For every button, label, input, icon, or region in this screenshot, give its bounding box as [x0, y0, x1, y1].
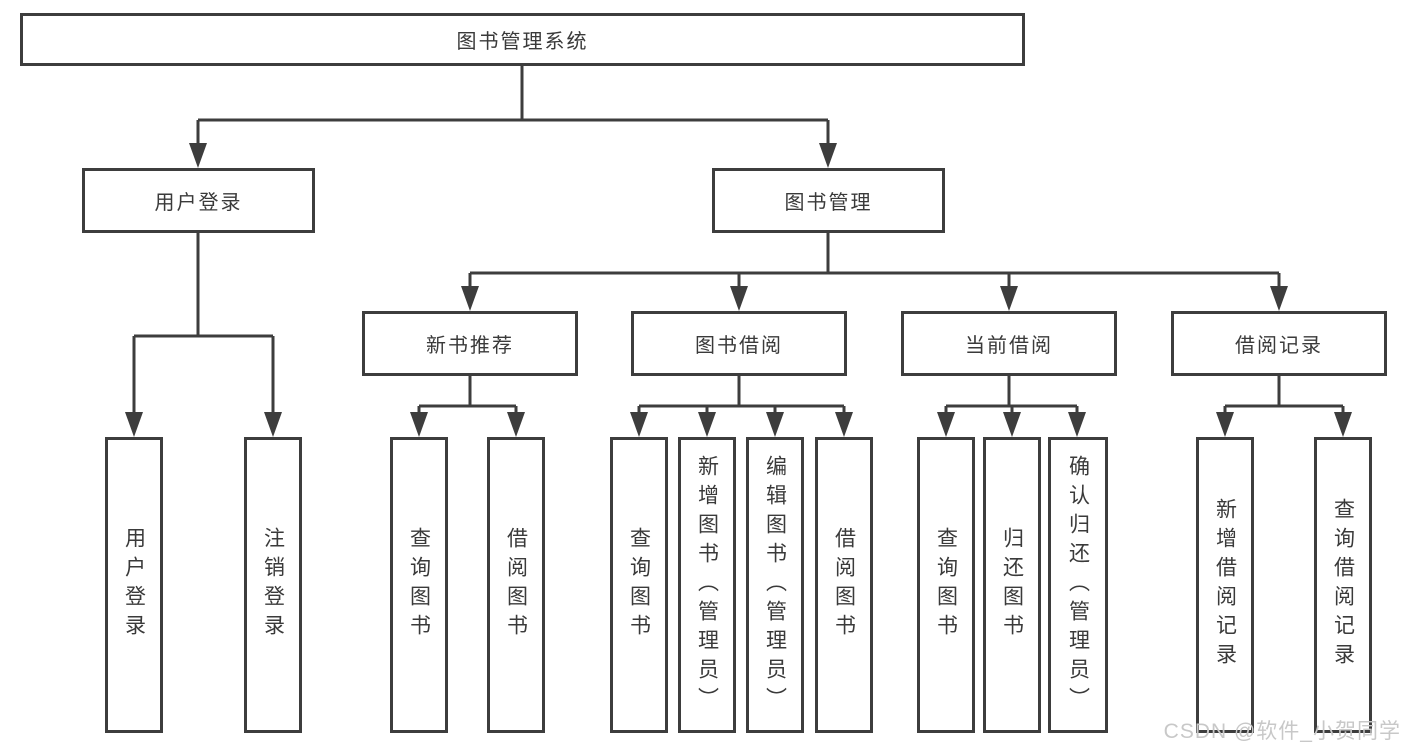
- leaf-query-books-1-label: 查询图书: [407, 527, 431, 643]
- node-borrowing-records: 借阅记录: [1171, 311, 1387, 376]
- leaf-borrow-books-2: 借阅图书: [815, 437, 873, 733]
- node-user-login-label: 用户登录: [154, 192, 243, 214]
- node-new-book-recommendation: 新书推荐: [362, 311, 578, 376]
- node-current-borrowing-label: 当前借阅: [965, 335, 1053, 357]
- leaf-edit-books-admin-label: 编辑图书（管理员）: [763, 454, 787, 716]
- node-user-login-branch: 用户登录: [82, 168, 315, 233]
- leaf-add-books-admin: 新增图书（管理员）: [678, 437, 736, 733]
- leaf-return-books: 归还图书: [983, 437, 1041, 733]
- leaf-borrow-books-2-label: 借阅图书: [832, 527, 856, 643]
- leaf-query-books-2-label: 查询图书: [627, 527, 651, 643]
- leaf-confirm-return-admin-label: 确认归还（管理员）: [1066, 454, 1090, 716]
- leaf-query-borrow-record: 查询借阅记录: [1314, 437, 1372, 733]
- node-book-borrowing: 图书借阅: [631, 311, 847, 376]
- leaf-confirm-return-admin: 确认归还（管理员）: [1048, 437, 1108, 733]
- leaf-query-books-3-label: 查询图书: [934, 527, 958, 643]
- leaf-borrow-books-1: 借阅图书: [487, 437, 545, 733]
- leaf-add-books-admin-label: 新增图书（管理员）: [695, 454, 719, 716]
- leaf-add-borrow-record-label: 新增借阅记录: [1213, 498, 1237, 672]
- leaf-logout-label: 注销登录: [261, 527, 285, 643]
- node-current-borrowing: 当前借阅: [901, 311, 1117, 376]
- leaf-logout: 注销登录: [244, 437, 302, 733]
- leaf-add-borrow-record: 新增借阅记录: [1196, 437, 1254, 733]
- node-root-library-system: 图书管理系统: [20, 13, 1025, 66]
- leaf-query-borrow-record-label: 查询借阅记录: [1331, 498, 1355, 672]
- leaf-borrow-books-1-label: 借阅图书: [504, 527, 528, 643]
- leaf-user-login: 用户登录: [105, 437, 163, 733]
- node-book-management-label: 图书管理: [784, 192, 873, 214]
- node-book-management-branch: 图书管理: [712, 168, 945, 233]
- node-borrowing-records-label: 借阅记录: [1235, 335, 1323, 357]
- leaf-edit-books-admin: 编辑图书（管理员）: [746, 437, 804, 733]
- node-root-label: 图书管理系统: [456, 31, 589, 53]
- leaf-query-books-3: 查询图书: [917, 437, 975, 733]
- leaf-query-books-1: 查询图书: [390, 437, 448, 733]
- node-book-borrowing-label: 图书借阅: [695, 335, 783, 357]
- csdn-watermark: CSDN @软件_小贺同学: [1163, 720, 1401, 743]
- leaf-query-books-2: 查询图书: [610, 437, 668, 733]
- node-new-book-recommendation-label: 新书推荐: [426, 335, 514, 357]
- leaf-user-login-label: 用户登录: [122, 527, 146, 643]
- leaf-return-books-label: 归还图书: [1000, 527, 1024, 643]
